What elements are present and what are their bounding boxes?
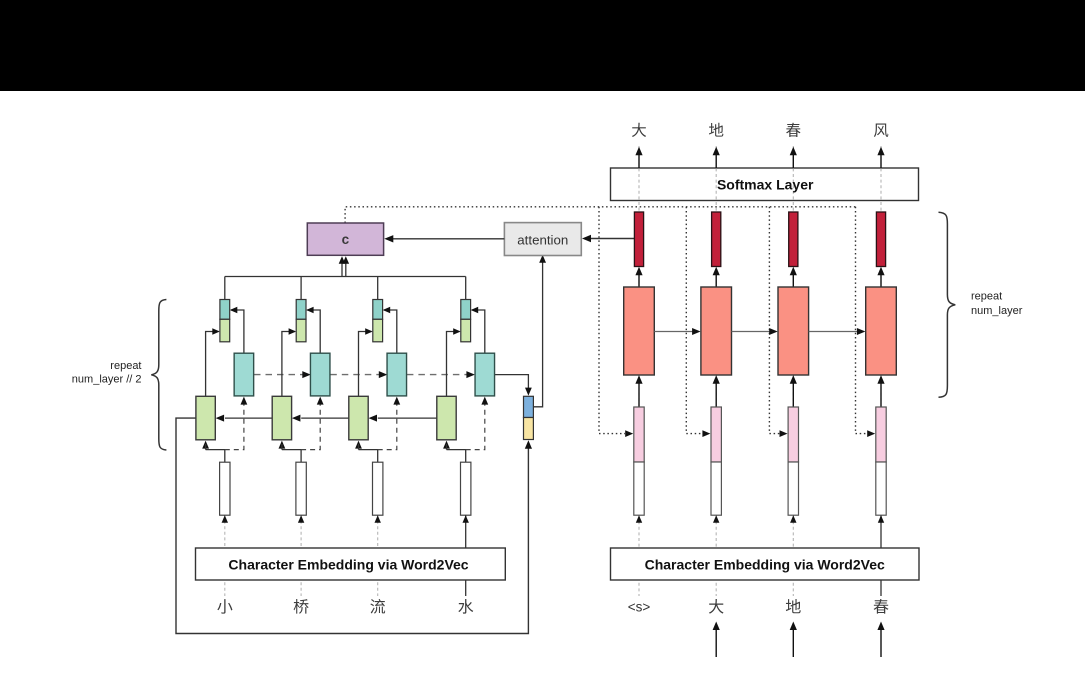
- svg-text:repeat: repeat: [110, 360, 141, 372]
- svg-text:num_layer // 2: num_layer // 2: [72, 374, 142, 386]
- svg-text:c: c: [342, 232, 350, 247]
- svg-text:<s>: <s>: [628, 600, 651, 615]
- svg-text:num_layer: num_layer: [971, 305, 1023, 317]
- svg-text:Character Embedding via Word2V: Character Embedding via Word2Vec: [645, 557, 885, 573]
- svg-text:Softmax Layer: Softmax Layer: [717, 177, 814, 193]
- svg-text:Character Embedding via Word2V: Character Embedding via Word2Vec: [228, 557, 468, 573]
- svg-text:attention: attention: [517, 232, 568, 247]
- svg-text:repeat: repeat: [971, 291, 1002, 303]
